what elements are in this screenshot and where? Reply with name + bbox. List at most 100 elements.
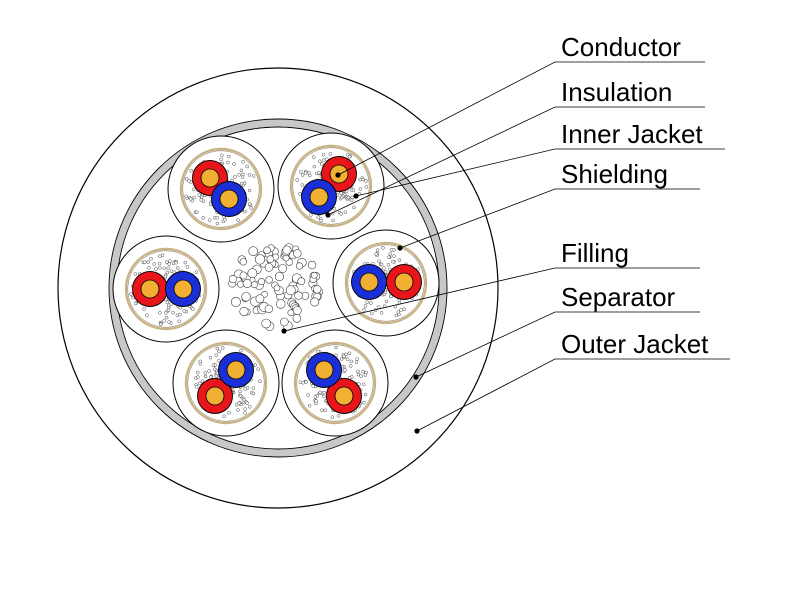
braid-strand [355,357,359,361]
label-conductor: Conductor [561,32,681,62]
braid-strand [245,164,249,169]
braid-strand [197,193,201,197]
braid-strand [346,195,351,200]
braid-strand [325,157,329,161]
filler-strand [278,264,288,273]
braid-strand [304,380,308,384]
braid-strand [167,262,171,266]
braid-strand [239,168,244,173]
braid-strand [312,164,317,169]
braid-strand [243,407,247,411]
label-outer-jacket: Outer Jacket [561,329,709,359]
braid-strand [198,362,203,366]
label-separator: Separator [561,282,676,312]
braid-strand [300,183,305,187]
filler-strand [239,271,248,280]
braid-strand [189,168,194,173]
braid-strand [215,216,220,220]
braid-strand [392,254,396,258]
braid-strand [236,408,240,412]
braid-strand [295,178,299,182]
braid-strand [217,349,221,354]
braid-strand [196,375,200,379]
braid-strand [311,155,316,159]
braid-strand [251,386,256,390]
braid-strand [158,266,162,270]
filler-strand [313,285,322,294]
braid-strand [251,391,256,396]
braid-strand [336,414,341,418]
braid-strand [343,210,348,214]
braid-strand [165,300,170,305]
braid-strand [358,177,363,182]
braid-strand [375,248,380,253]
leader-filling [283,267,700,332]
braid-strand [165,260,169,264]
braid-strand [347,351,352,356]
braid-strand [142,307,146,311]
filler-strand [248,246,258,256]
leader-inner-jacket [355,148,725,197]
conductor-core [173,279,193,299]
braid-strand [237,401,241,406]
braid-strand [207,218,212,222]
braid-strand [359,374,363,378]
conductor-core [309,187,329,207]
braid-strand [365,300,369,304]
filler-strand [247,268,258,279]
dot-insulation [325,212,331,218]
braid-strand [397,258,402,262]
braid-strand [194,270,199,274]
filler-strand [255,294,265,304]
filler-strand [292,314,302,323]
braid-strand [195,385,199,389]
braid-strand [129,292,133,296]
braid-strand [391,259,395,264]
braid-strand [307,403,312,408]
braid-strand [158,254,162,259]
braid-strand [220,153,224,158]
leader-conductor [337,61,705,176]
braid-strand [242,181,247,185]
braid-strand [402,307,407,311]
filler-strand [263,246,271,255]
braid-strand [320,408,324,412]
braid-strand [321,158,326,162]
pair-unit [172,329,280,437]
braid-strand [361,369,365,374]
label-insulation: Insulation [561,77,672,107]
braid-strand [184,177,189,181]
conductor-core [226,360,246,380]
braid-strand [149,256,153,261]
braid-strand [301,380,305,385]
leader-shielding [399,188,700,249]
braid-strand [319,218,323,223]
braid-strand [145,313,149,317]
filler-strand [266,255,275,263]
braid-strand [201,216,205,220]
braid-strand [376,305,381,309]
center-filling [228,243,323,331]
braid-strand [339,212,343,216]
shielding-inner-line [347,244,425,322]
braid-strand [332,206,337,211]
braid-strand [370,311,374,316]
shielding-inner-line [292,147,370,225]
braid-strand [343,368,347,372]
braid-strand [219,157,223,162]
filler-strand [295,262,304,270]
braid-strand [350,195,354,200]
filler-strand [264,304,274,314]
braid-strand [334,345,338,350]
braid-strand [313,395,318,399]
braid-strand [164,315,169,320]
braid-strand [166,308,171,312]
braid-strand [208,355,213,360]
braid-strand [240,175,245,179]
label-shielding: Shielding [561,159,668,189]
leader-dots [281,172,420,434]
braid-strand [389,248,394,252]
braid-strand [323,408,327,413]
braid-strand [209,375,213,379]
braid-strand [381,246,385,250]
